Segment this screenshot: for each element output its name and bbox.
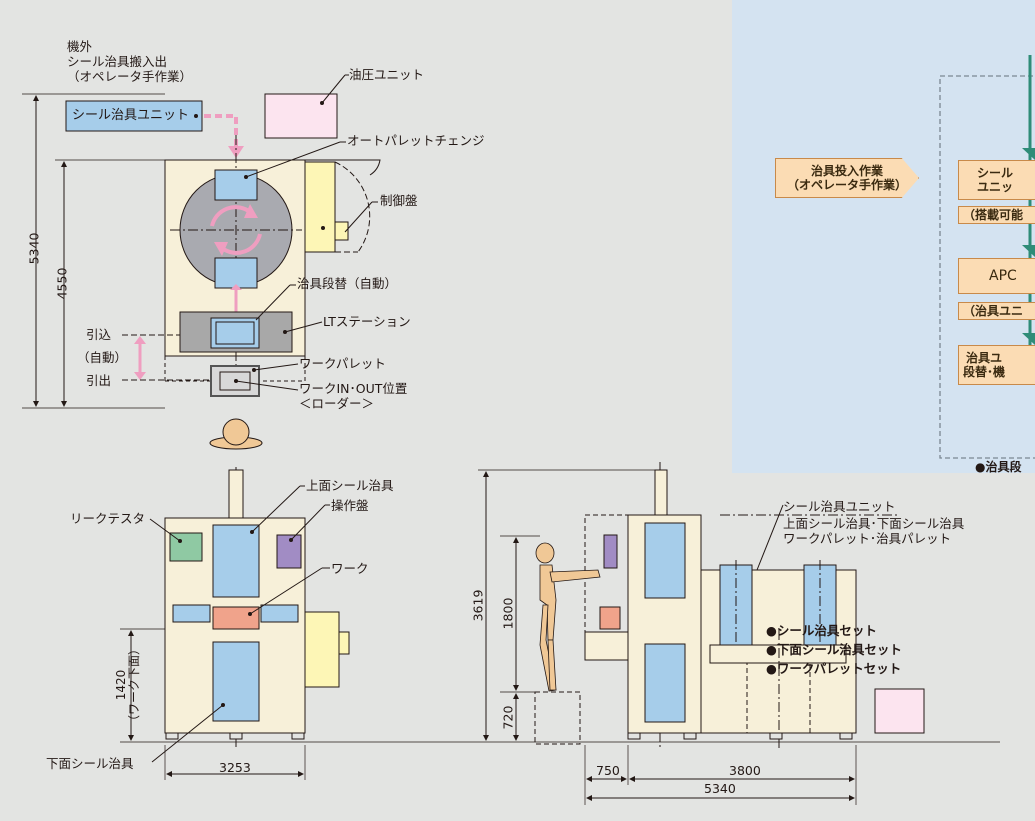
jig-stage-change-label: 治具段替（自動） (297, 276, 398, 291)
seal-jig-unit-label: シール治具ユニット (72, 108, 190, 123)
flow-footer: ●治具段 (975, 460, 1022, 474)
loadable-box: （搭載可能 (958, 206, 1035, 224)
hydraulic-unit-label: 油圧ユニット (349, 67, 425, 82)
flow-panel (732, 0, 1035, 473)
work-box (212, 606, 260, 630)
operation-panel-box (276, 534, 302, 569)
control-panel-label: 制御盤 (380, 193, 418, 208)
plan-body-dimension: 4550 (54, 267, 70, 300)
hydraulic-unit (264, 93, 338, 139)
side-operator-dimension: 1800 (500, 597, 516, 630)
seal-unit-box: シール ユニッ (958, 160, 1035, 200)
jig-stage-box: 治具ユ 段替･機 (958, 345, 1035, 385)
control-panel-box (304, 161, 336, 253)
auto-pallet-changer-label: オートパレットチェンジ (347, 133, 485, 148)
bullet-seal-jig-set: ●シール治具セット (766, 623, 877, 638)
outside-label: 機外 シール治具搬入出 （オペレータ手作業） (67, 39, 193, 84)
operation-panel-label: 操作盤 (331, 498, 369, 513)
front-height-dimension: 1420 （ワーク下面） (114, 643, 141, 728)
pull-out-label: 引出 (86, 373, 112, 388)
plan-total-dimension: 5340 (26, 232, 42, 265)
bullet-work-pallet-set: ●ワークパレットセット (766, 661, 902, 676)
jig-unit-note-box: （治具ユニ (958, 302, 1035, 320)
leak-tester-label: リークテスタ (70, 511, 146, 526)
side-5340-dimension: 5340 (704, 781, 736, 796)
pull-in-label: 引込 (86, 327, 112, 342)
bullet-lower-seal-jig-set: ●下面シール治具セット (766, 642, 902, 657)
side-platform-dimension: 720 (500, 705, 516, 730)
apc-box: APC (958, 258, 1035, 294)
side-total-height-dimension: 3619 (470, 589, 486, 622)
green-arrow-3 (1022, 333, 1035, 345)
lt-station-label: LTステーション (323, 314, 411, 329)
side-hydraulic-unit (874, 688, 925, 734)
green-arrow-1 (1022, 148, 1035, 160)
flow-bullets: ●シール治具セット ●下面シール治具セット ●ワークパレットセット (766, 621, 902, 678)
side-view (478, 462, 1000, 805)
seal-jig-unit-box (65, 100, 203, 132)
operator-figure (535, 542, 601, 692)
side-750-dimension: 750 (596, 763, 620, 778)
side-seal-jig-unit-title: シール治具ユニット (783, 499, 896, 514)
leak-tester-box (169, 532, 203, 562)
front-width-dimension: 3253 (219, 760, 251, 775)
green-arrow-2 (1022, 245, 1035, 257)
side-3800-dimension: 3800 (729, 763, 761, 778)
front-view (120, 467, 500, 780)
work-label: ワーク (331, 561, 369, 576)
lower-seal-jig-label: 下面シール治具 (46, 756, 134, 771)
side-seal-jig-unit-items: 上面シール治具･下面シール治具 ワークパレット･治具パレット (783, 516, 965, 546)
work-in-out-label: ワークIN･OUT位置 ＜ローダー＞ (299, 381, 408, 411)
work-pallet-label: ワークパレット (299, 356, 386, 371)
plan-view (22, 74, 381, 450)
auto-label: （自動） (77, 350, 128, 365)
jig-input-box: 治具投入作業 （オペレータ手作業） (775, 158, 919, 198)
flow-dashed-frame (939, 75, 1035, 459)
upper-seal-jig-label: 上面シール治具 (306, 478, 394, 493)
